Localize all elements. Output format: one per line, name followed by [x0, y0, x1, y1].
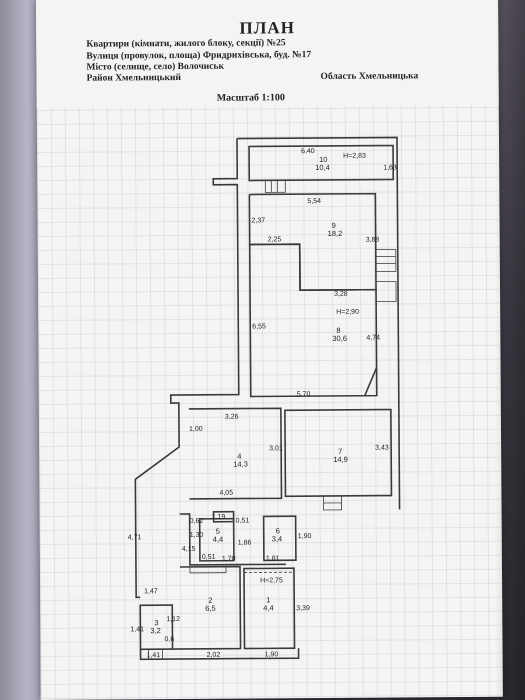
dim-6-55: 6,55: [252, 323, 266, 330]
dim-5-70: 5,70: [297, 391, 311, 398]
dim-0-6: 0,6: [164, 636, 174, 643]
dim-3-28: 3,28: [334, 291, 348, 298]
room-2-number: 2: [208, 596, 212, 605]
edge-shadow: [495, 0, 525, 700]
height-room-10: H=2,83: [343, 153, 366, 160]
dim-1-41-a: 1,41: [130, 626, 144, 633]
room-4-number: 4: [237, 452, 241, 461]
dim-2-25: 2,25: [268, 236, 282, 243]
floor-plan-sheet: ПЛАН Квартири (кімнати, жилого блоку, се…: [36, 0, 503, 700]
floor-plan-drawing: 10 10,4 9 18,2 8 30,6 7 14,9 4 14,3 5 4,…: [128, 136, 401, 661]
dim-3-26: 3,26: [225, 414, 239, 421]
dim-6-40: 6,40: [301, 148, 315, 155]
dim-1-47: 1,47: [144, 588, 158, 595]
room-4-area: 14,3: [233, 460, 248, 469]
dim-1-90-b: 1,90: [265, 651, 279, 658]
dim-4-74: 4,74: [366, 335, 380, 342]
room-9-number: 9: [332, 221, 336, 230]
room-3-area: 3,2: [150, 626, 161, 635]
dim-1-41-b: 1,41: [147, 652, 161, 659]
dim-3-39: 3,39: [296, 605, 310, 612]
dim-0-62: 0,62: [190, 518, 204, 525]
dim-1-70: 1,70: [222, 556, 236, 563]
dim-1-12: 1,12: [166, 616, 180, 623]
dim-1-63: 1,63: [383, 164, 397, 171]
dim-2-37: 2,37: [252, 217, 266, 224]
room-10-area: 10,4: [315, 163, 330, 172]
room-7-area: 14,9: [333, 455, 348, 464]
room-9-area: 18,2: [328, 229, 343, 238]
room-2-area: 6,5: [205, 604, 216, 613]
ceiling-heights: H=2,83 H=2,90 H=2,75: [260, 153, 366, 585]
dim-2-02: 2,02: [207, 652, 221, 659]
dim-3-88: 3,88: [366, 237, 380, 244]
dim-3-43: 3,43: [375, 445, 389, 452]
dim-0-51-b: 0,51: [202, 554, 216, 561]
dim-3-01: 3,01: [269, 445, 283, 452]
dim-1-19: 1,19: [212, 514, 226, 521]
room-6-number: 6: [276, 526, 280, 535]
room-1-area: 4,4: [263, 603, 274, 612]
room-1-number: 1: [266, 595, 270, 604]
stairs-and-doors: [148, 179, 397, 660]
dim-5-54: 5,54: [307, 198, 321, 205]
dim-1-86: 1,86: [238, 540, 252, 547]
room-labels: 10 10,4 9 18,2 8 30,6 7 14,9 4 14,3 5 4,…: [150, 155, 348, 635]
dim-4-15: 4,15: [182, 546, 196, 553]
room-3-number: 3: [154, 618, 158, 627]
room-8-number: 8: [336, 326, 340, 335]
height-room-8: H=2,90: [336, 309, 359, 316]
room-7-number: 7: [338, 447, 342, 456]
dim-4-05: 4,05: [219, 490, 233, 497]
room-5-number: 5: [216, 527, 220, 536]
dimension-labels: 6,40 1,63 5,54 2,37 3,88 2,25 3,28 6,55 …: [128, 148, 397, 659]
dim-1-30: 1,30: [190, 532, 204, 539]
dim-4-71: 4,71: [128, 534, 142, 541]
room-10-number: 10: [319, 155, 327, 164]
room-6-area: 3,4: [272, 534, 283, 543]
height-room-1: H=2,75: [260, 577, 283, 584]
dim-1-81: 1,81: [266, 555, 280, 562]
dim-1-90-a: 1,90: [298, 533, 312, 540]
dim-1-00: 1,00: [189, 426, 203, 433]
room-5-area: 4,4: [213, 535, 224, 544]
dim-0-51: 0,51: [236, 518, 250, 525]
room-8-area: 30,6: [332, 334, 347, 343]
